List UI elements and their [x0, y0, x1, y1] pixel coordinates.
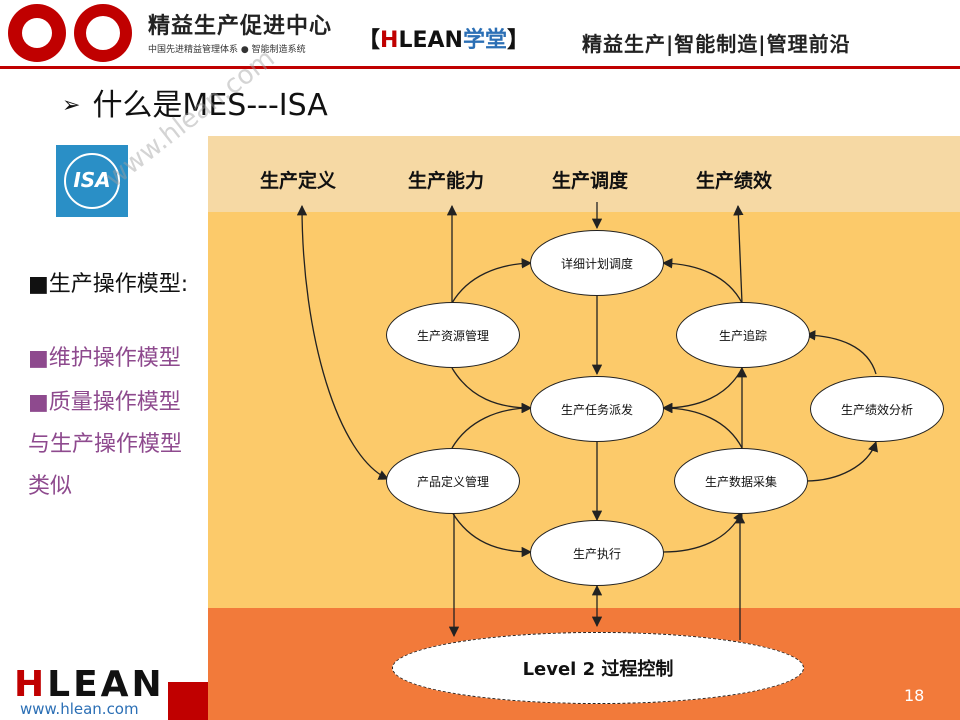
link-def-to-product-def — [296, 204, 389, 480]
isa-operations-diagram: 生产定义 生产能力 生产调度 生产绩效 — [208, 136, 960, 720]
header-production-capability: 生产能力 — [408, 170, 485, 192]
footer-red-bar — [168, 682, 208, 720]
footer-hlean-logo: HLEAN — [14, 664, 165, 705]
link-tracking-to-detail — [661, 258, 743, 304]
tag-close: 】 — [506, 28, 529, 53]
tag-lean: LEAN — [398, 28, 463, 53]
side-main-label: ■生产操作模型: — [28, 272, 189, 297]
header-production-performance: 生产绩效 — [696, 170, 773, 192]
brand-name: 精益生产促进中心 — [148, 14, 333, 39]
slide-title: ➢ 什么是MES---ISA — [62, 80, 328, 124]
tag-open: 【 — [358, 28, 381, 53]
slogan: 精益生产|智能制造|管理前沿 — [582, 32, 851, 56]
tag-h: H — [380, 28, 399, 53]
brand-logo-c-icon — [22, 18, 52, 48]
node-dispatch: 生产任务派发 — [530, 376, 664, 442]
isa-logo-icon: ISA — [56, 145, 128, 217]
link-execution-to-data — [662, 511, 743, 553]
link-product-def-to-dispatch — [451, 402, 533, 449]
link-resource-to-dispatch — [451, 367, 533, 414]
node-level2-process-control: Level 2 过程控制 — [392, 632, 804, 704]
diagram-links — [296, 202, 878, 640]
side-item-similar-cont: 类似 — [28, 474, 73, 499]
node-tracking: 生产追踪 — [676, 302, 810, 368]
bullet-arrow-icon: ➢ — [62, 93, 81, 118]
tag-xuetang: 学堂 — [462, 28, 507, 53]
node-detail-schedule: 详细计划调度 — [530, 230, 664, 296]
isa-logo-text: ISA — [73, 168, 111, 192]
header-divider — [0, 66, 960, 69]
link-data-to-analysis — [805, 441, 878, 482]
footer-url-link[interactable]: www.hlean.com — [20, 700, 139, 718]
link-data-to-dispatch — [661, 402, 743, 449]
slide-header: 精益生产促进中心 中国先进精益管理体系 ● 智能制造系统 【HLEAN学堂】 精… — [0, 0, 960, 72]
hlean-xuetang-tag: 【HLEAN学堂】 — [358, 22, 529, 54]
link-product-def-to-execution — [451, 511, 533, 558]
side-item-similar: 与生产操作模型 — [28, 432, 183, 457]
header-production-definition: 生产定义 — [260, 170, 337, 192]
footer-logo-rest: LEAN — [47, 664, 165, 705]
side-item-maintenance: ■维护操作模型 — [28, 346, 181, 371]
isa-logo-ring — [64, 153, 120, 209]
node-execution: 生产执行 — [530, 520, 664, 586]
page-number: 18 — [904, 686, 925, 705]
link-analysis-to-tracking — [804, 330, 877, 375]
node-product-def-mgmt: 产品定义管理 — [386, 448, 520, 514]
header-production-schedule: 生产调度 — [552, 170, 629, 192]
slide-title-text: 什么是MES---ISA — [92, 88, 328, 123]
node-data-collection: 生产数据采集 — [674, 448, 808, 514]
band-top — [208, 136, 960, 212]
node-performance-analysis: 生产绩效分析 — [810, 376, 944, 442]
node-resource-mgmt: 生产资源管理 — [386, 302, 520, 368]
link-tracking-to-performance — [733, 204, 744, 304]
link-resource-to-detail — [451, 258, 533, 304]
side-item-quality: ■质量操作模型 — [28, 390, 181, 415]
brand-subtitle: 中国先进精益管理体系 ● 智能制造系统 — [148, 45, 306, 55]
brand-logo-ring-inner-icon — [86, 16, 120, 50]
link-tracking-to-dispatch — [661, 367, 743, 414]
footer-logo-h: H — [14, 664, 48, 705]
